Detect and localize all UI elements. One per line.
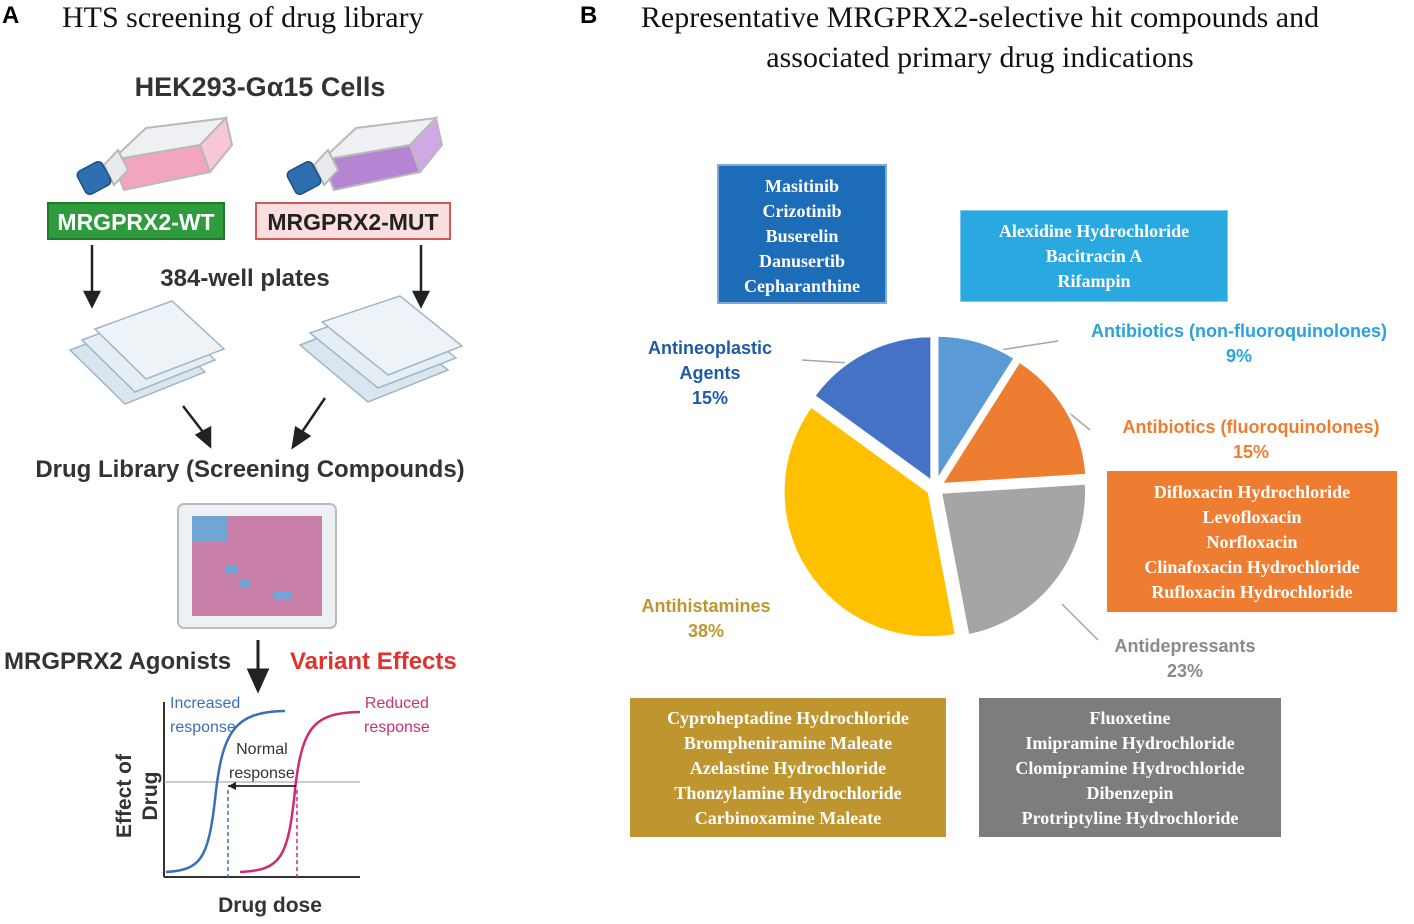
arrow-icon (182, 397, 327, 450)
antihistamines-compounds-box: Cyproheptadine Hydrochloride Bromphenira… (630, 698, 946, 837)
agonists-label: MRGPRX2 Agonists (4, 648, 232, 675)
wt-flask-icon (76, 115, 234, 196)
antibiotics-fq-compounds-box: Difloxacin Hydrochloride Levofloxacin No… (1107, 471, 1397, 612)
arrow-icon (246, 640, 270, 694)
screening-plate-icon (177, 503, 337, 629)
mut-label-box: MRGPRX2-MUT (255, 202, 451, 240)
label-antineoplastic: Antineoplastic Agents 15% (647, 338, 772, 408)
x-axis-label: Drug dose (218, 894, 322, 917)
drug-library-label: Drug Library (Screening Compounds) (35, 456, 465, 483)
mut-flask-icon (286, 115, 444, 196)
antidepressants-compounds-box: Fluoxetine Imipramine Hydrochloride Clom… (979, 698, 1281, 837)
label-antibiotics-nonfq: Antibiotics (non-fluoroquinolones) 9% (1091, 321, 1387, 366)
plates-label: 384-well plates (160, 265, 330, 292)
slice-antidepressants (938, 481, 1089, 638)
arrow-icon (82, 245, 431, 309)
panel-b-title: Representative MRGPRX2-selective hit com… (640, 1, 1320, 74)
plate-stack-left-icon (68, 300, 226, 405)
antibiotics-nonfq-compounds-box: Alexidine Hydrochloride Bacitracin A Rif… (960, 210, 1228, 302)
antineoplastic-compounds-box: Masitinib Crizotinib Buserelin Danuserti… (717, 164, 887, 304)
panel-b-letter: B (580, 2, 598, 29)
label-antidepressants: Antidepressants 23% (1114, 636, 1256, 681)
panel-a-letter: A (2, 2, 20, 29)
slice-antineoplastic (811, 334, 934, 485)
cells-title: HEK293-Gα15 Cells (134, 72, 386, 102)
label-antibiotics-fq: Antibiotics (fluoroquinolones) 15% (1122, 417, 1380, 462)
pie-slices (781, 333, 1089, 640)
variant-effects-label: Variant Effects (290, 648, 457, 675)
wt-label-box: MRGPRX2-WT (47, 202, 225, 240)
panel-a-title: HTS screening of drug library (62, 1, 424, 34)
slice-antihistamines (781, 403, 959, 640)
plate-stack-right-icon (298, 295, 464, 403)
flasks-illustration (68, 115, 464, 878)
label-antihistamines: Antihistamines 38% (641, 596, 771, 641)
dose-response-graph (163, 702, 361, 878)
slice-antibiotics-nonfq (935, 333, 1018, 487)
slice-antibiotics-fq (938, 359, 1089, 487)
